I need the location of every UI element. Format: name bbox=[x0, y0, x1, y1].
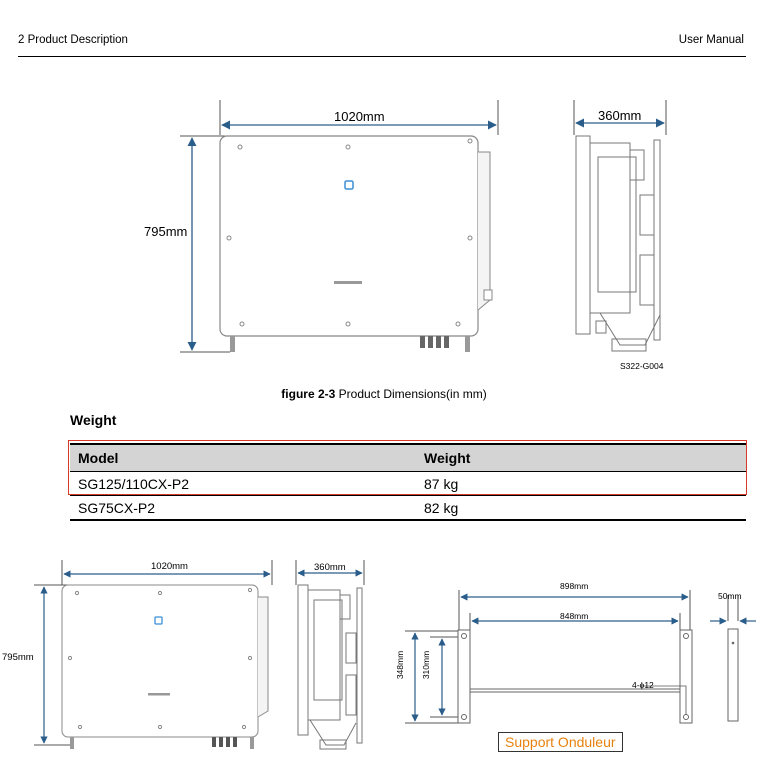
table-row: SG125/110CX-P2 87 kg bbox=[70, 471, 746, 496]
table-cell-weight: 87 kg bbox=[416, 471, 746, 496]
table-cell-model: SG125/110CX-P2 bbox=[70, 471, 416, 496]
width-label: 1020mm bbox=[334, 109, 385, 124]
section-title: Weight bbox=[70, 412, 117, 428]
bracket-side bbox=[727, 628, 739, 722]
caption-text: Product Dimensions(in mm) bbox=[338, 387, 487, 401]
mounting-bracket bbox=[457, 629, 693, 724]
figure-code: S322-G004 bbox=[620, 361, 664, 371]
bracket-inner-height-label: 310mm bbox=[421, 650, 432, 680]
bottom-width-label: 1020mm bbox=[151, 561, 188, 572]
bracket-outer-width-label: 898mm bbox=[560, 581, 589, 591]
inverter-side-view bbox=[575, 135, 661, 352]
inverter-front bbox=[219, 135, 479, 337]
status-indicator bbox=[344, 180, 354, 190]
depth-label: 360mm bbox=[598, 108, 642, 123]
table-row: SG75CX-P2 82 kg bbox=[70, 495, 746, 521]
inverter-side-small bbox=[297, 584, 363, 750]
column-header-model: Model bbox=[70, 443, 416, 472]
height-label: 795mm bbox=[144, 224, 188, 239]
bracket-outer-height-label: 348mm bbox=[395, 650, 406, 680]
table-header-row: Model Weight bbox=[70, 443, 746, 472]
column-header-weight: Weight bbox=[416, 443, 746, 472]
page-header-manual: User Manual bbox=[678, 34, 744, 46]
bracket-inner-width-label: 848mm bbox=[560, 611, 589, 621]
header-divider bbox=[18, 56, 746, 57]
bottom-depth-label: 360mm bbox=[314, 562, 346, 573]
bracket-depth-label: 50mm bbox=[718, 591, 742, 601]
table-cell-model: SG75CX-P2 bbox=[70, 495, 416, 521]
figure-caption: figure 2-3 Product Dimensions(in mm) bbox=[0, 387, 768, 401]
inverter-front-small bbox=[61, 584, 259, 738]
installation-dimensions-figure bbox=[34, 560, 756, 750]
product-dimensions-figure bbox=[180, 100, 667, 353]
support-label: Support Onduleur bbox=[498, 732, 623, 752]
weight-table: Model Weight SG125/110CX-P2 87 kg SG75CX… bbox=[70, 443, 746, 521]
holes-label: 4-ϕ12 bbox=[632, 680, 654, 690]
caption-number: figure 2-3 bbox=[281, 387, 336, 401]
bottom-height-label: 795mm bbox=[2, 652, 34, 663]
table-cell-weight: 82 kg bbox=[416, 495, 746, 521]
page-header-section: 2 Product Description bbox=[18, 34, 128, 46]
highlight-box bbox=[68, 440, 747, 495]
